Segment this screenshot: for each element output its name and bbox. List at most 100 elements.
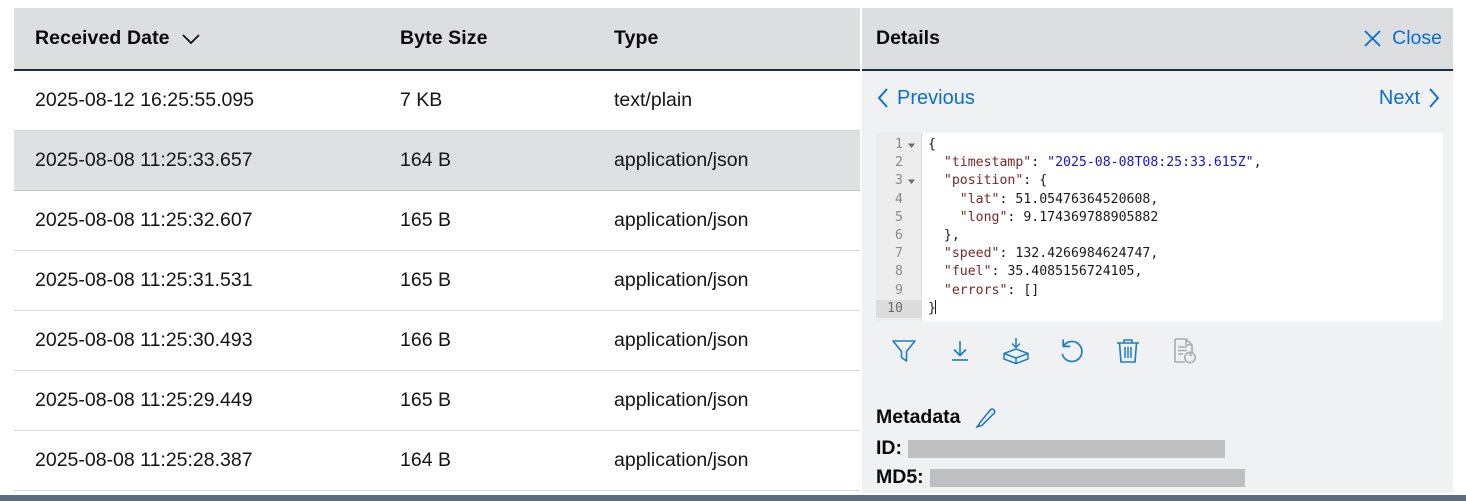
editor-code-line: "errors": []	[943, 282, 1040, 298]
editor-line-number: 3	[876, 172, 921, 190]
table-cell-type: application/json	[614, 329, 749, 351]
table-cell-date: 2025-08-08 11:25:30.493	[35, 329, 253, 351]
details-title: Details	[876, 27, 940, 49]
table-cell-date: 2025-08-08 11:25:32.607	[35, 209, 253, 231]
line-number-label: 8	[895, 264, 903, 280]
editor-line-number: 9	[876, 282, 921, 300]
editor-code-line: "long": 9.174369788905882	[959, 209, 1159, 225]
window-horizontal-scrollbar[interactable]	[0, 495, 1466, 501]
chevron-down-icon[interactable]	[181, 33, 201, 45]
edit-pencil-icon[interactable]	[973, 404, 999, 430]
table-cell-size: 7 KB	[400, 89, 443, 111]
line-number-label: 9	[895, 282, 903, 298]
editor-code-line: },	[943, 227, 960, 243]
editor-line-number: 5	[876, 209, 921, 227]
line-number-label: 2	[895, 155, 903, 171]
metadata-section: Metadata ID: MD5:	[876, 400, 1436, 492]
code-fold-toggle-icon[interactable]	[905, 141, 917, 150]
column-header-label: Type	[614, 27, 659, 49]
editor-line-number: 8	[876, 263, 921, 281]
metadata-field-value	[929, 468, 1245, 487]
previous-button[interactable]: Previous	[876, 87, 975, 110]
editor-line-number: 4	[876, 191, 921, 209]
metadata-field-label: ID:	[876, 437, 902, 459]
chevron-left-icon	[876, 87, 889, 109]
table-cell-type: application/json	[614, 149, 749, 171]
metadata-header: Metadata	[876, 400, 1436, 434]
previous-button-label: Previous	[897, 86, 975, 109]
editor-line-number: 10	[876, 299, 921, 318]
editor-line-number: 1	[876, 136, 921, 154]
column-header-received-date[interactable]: Received Date	[14, 27, 400, 50]
line-number-label: 7	[895, 246, 903, 262]
editor-code-line: }	[928, 299, 936, 316]
close-button[interactable]: Close	[1362, 27, 1442, 50]
editor-code-line: "timestamp": "2025-08-08T08:25:33.615Z",	[943, 155, 1262, 171]
file-list-table: Received Date Byte Size Type 2025-08-12 …	[14, 8, 860, 493]
line-number-label: 10	[887, 300, 903, 316]
editor-line-number: 7	[876, 245, 921, 263]
next-button[interactable]: Next	[1379, 87, 1441, 110]
line-number-label: 5	[895, 209, 903, 225]
metadata-field-row: ID:	[876, 434, 1436, 463]
editor-code-area[interactable]: { "timestamp": "2025-08-08T08:25:33.615Z…	[922, 133, 1443, 321]
table-row[interactable]: 2025-08-08 11:25:30.493 166 B application/…	[14, 311, 860, 371]
table-row[interactable]: 2025-08-08 11:25:33.657 164 B application/…	[14, 131, 860, 191]
editor-line-number: 6	[876, 227, 921, 245]
table-cell-size: 164 B	[400, 149, 451, 171]
table-cell-type: application/json	[614, 209, 749, 231]
json-code-editor[interactable]: 1 2 3 4 5 6 7 8 9 10 { "timestamp": "2025-08-08T0…	[876, 133, 1443, 321]
column-header-type[interactable]: Type	[614, 27, 860, 50]
metadata-title: Metadata	[876, 405, 961, 428]
table-row[interactable]: 2025-08-08 11:25:32.607 165 B application/…	[14, 191, 860, 251]
table-cell-size: 164 B	[400, 449, 451, 471]
delete-icon[interactable]	[1100, 329, 1156, 373]
metadata-field-list: ID: MD5:	[876, 434, 1436, 492]
table-cell-type: text/plain	[614, 89, 693, 111]
close-button-label: Close	[1392, 27, 1442, 49]
download-icon[interactable]	[932, 329, 988, 373]
table-horizontal-scrollbar[interactable]	[14, 487, 912, 490]
filter-icon[interactable]	[876, 329, 932, 373]
details-panel: Details Close Previous Next	[862, 8, 1453, 493]
metadata-field-row: MD5:	[876, 463, 1436, 492]
line-number-label: 3	[895, 173, 903, 189]
document-refresh-icon	[1156, 329, 1212, 373]
editor-code-line: "speed": 132.4266984624747,	[943, 246, 1159, 262]
close-icon	[1362, 28, 1383, 49]
archive-icon[interactable]	[988, 329, 1044, 373]
line-number-label: 6	[895, 227, 903, 243]
editor-code-line: "lat": 51.05476364520608,	[959, 191, 1159, 207]
editor-code-line: "fuel": 35.4085156724105,	[943, 264, 1143, 280]
editor-code-line: "position": {	[943, 173, 1048, 189]
column-header-label: Received Date	[35, 27, 170, 49]
table-cell-size: 166 B	[400, 329, 451, 351]
table-row[interactable]: 2025-08-08 11:25:31.531 165 B application/…	[14, 251, 860, 311]
table-cell-date: 2025-08-08 11:25:31.531	[35, 269, 253, 291]
column-header-label: Byte Size	[400, 27, 488, 49]
code-fold-toggle-icon[interactable]	[905, 177, 917, 186]
table-cell-size: 165 B	[400, 389, 451, 411]
table-cell-date: 2025-08-08 11:25:28.387	[35, 449, 253, 471]
editor-line-number: 2	[876, 154, 921, 172]
chevron-right-icon	[1428, 87, 1441, 109]
details-navigation: Previous Next	[862, 71, 1453, 125]
table-row[interactable]: 2025-08-12 16:25:55.095 7 KB text/plain	[14, 71, 860, 131]
next-button-label: Next	[1378, 86, 1420, 109]
table-cell-date: 2025-08-08 11:25:33.657	[35, 149, 253, 171]
table-cell-date: 2025-08-12 16:25:55.095	[35, 89, 255, 111]
table-cell-size: 165 B	[400, 209, 451, 231]
table-cell-type: application/json	[614, 389, 749, 411]
table-cell-type: application/json	[614, 269, 749, 291]
line-number-label: 4	[895, 191, 903, 207]
metadata-field-label: MD5:	[876, 466, 924, 488]
table-cell-size: 165 B	[400, 269, 451, 291]
column-header-byte-size[interactable]: Byte Size	[400, 27, 614, 50]
restore-icon[interactable]	[1044, 329, 1100, 373]
details-panel-header: Details Close	[862, 8, 1453, 71]
line-number-label: 1	[895, 137, 903, 152]
